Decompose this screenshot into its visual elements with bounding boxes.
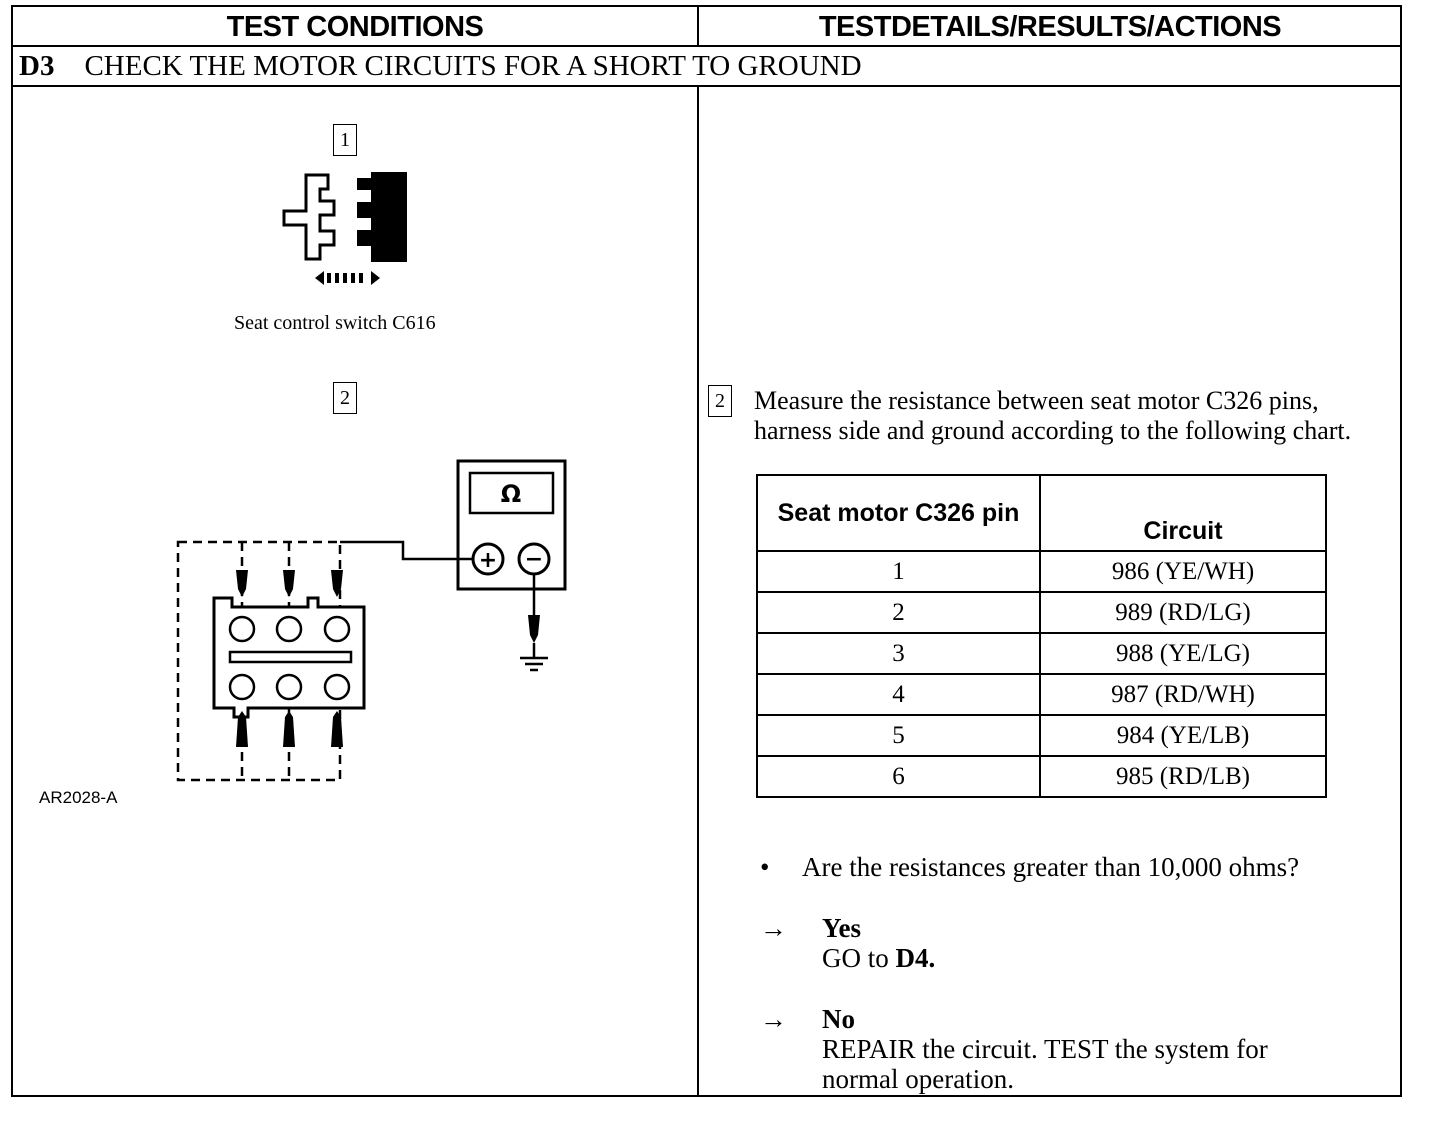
circuit-cell: 988 (YE/LG) [1039,632,1327,675]
pin-circuit-table: Seat motor C326 pin Circuit 1 986 (YE/WH… [756,474,1327,798]
table-row: 2 989 (RD/LG) [756,591,1327,634]
answer-yes: → Yes GO to D4. [760,913,935,973]
svg-text:+: + [479,548,497,573]
seat-switch-connector-diagram [282,172,407,285]
svg-text:−: − [525,547,543,572]
figure-id: AR2028-A [39,788,118,807]
ohm-symbol: Ω [501,480,521,508]
bullet-icon: • [760,852,770,882]
step-rule [13,85,1400,87]
header-divider [697,7,699,47]
circuit-cell: 986 (YE/WH) [1039,550,1327,593]
table-row: 6 985 (RD/LB) [756,755,1327,798]
circuit-cell: 984 (YE/LB) [1039,714,1327,757]
pin-cell: 4 [756,673,1041,716]
switch-caption: Seat control switch C616 [234,312,436,334]
step-box-2-right: 2 [708,385,732,417]
header-test-conditions: TEST CONDITIONS [226,10,484,43]
step-box-2: 2 [333,382,357,414]
resistance-measurement-diagram: Ω + − [176,459,567,782]
pin-cell: 5 [756,714,1041,757]
column-divider [697,87,699,1097]
pin-cell: 2 [756,591,1041,634]
column-header-circuit: Circuit [1039,474,1327,552]
table-row: 5 984 (YE/LB) [756,714,1327,757]
table-row: 3 988 (YE/LG) [756,632,1327,675]
pin-cell: 6 [756,755,1041,798]
table-row: 1 986 (YE/WH) [756,550,1327,593]
table-row: 4 987 (RD/WH) [756,673,1327,716]
step-title-row: D3 CHECK THE MOTOR CIRCUITS FOR A SHORT … [19,47,862,85]
measurement-instruction: Measure the resistance between seat moto… [754,386,1352,445]
no-action: REPAIR the circuit. TEST the system for … [822,1034,1268,1094]
step-id: D3 [19,49,55,82]
circuit-cell: 985 (RD/LB) [1039,755,1327,798]
arrow-right-icon: → [760,1004,787,1034]
step-box-1: 1 [333,124,357,156]
header-rule [13,45,1400,47]
go-to-target: D4. [895,943,936,973]
no-label: No [822,1004,855,1034]
question-text: Are the resistances greater than 10,000 … [802,852,1300,882]
header-test-details: TESTDETAILS/RESULTS/ACTIONS [818,10,1282,43]
step-title: CHECK THE MOTOR CIRCUITS FOR A SHORT TO … [84,49,862,82]
yes-label: Yes [822,913,861,943]
column-header-pin: Seat motor C326 pin [756,474,1041,552]
procedure-frame: TEST CONDITIONS TESTDETAILS/RESULTS/ACTI… [11,5,1402,1097]
resistance-question: • Are the resistances greater than 10,00… [760,852,1299,883]
pin-cell: 3 [756,632,1041,675]
circuit-cell: 987 (RD/WH) [1039,673,1327,716]
ohmmeter-display [468,471,555,515]
table-header-row: Seat motor C326 pin Circuit [756,474,1327,552]
pin-cell: 1 [756,550,1041,593]
yes-action: GO to D4. [822,943,936,973]
circuit-cell: 989 (RD/LG) [1039,591,1327,634]
arrow-right-icon: → [760,913,787,943]
answer-no: → No REPAIR the circuit. TEST the system… [760,1004,1340,1094]
